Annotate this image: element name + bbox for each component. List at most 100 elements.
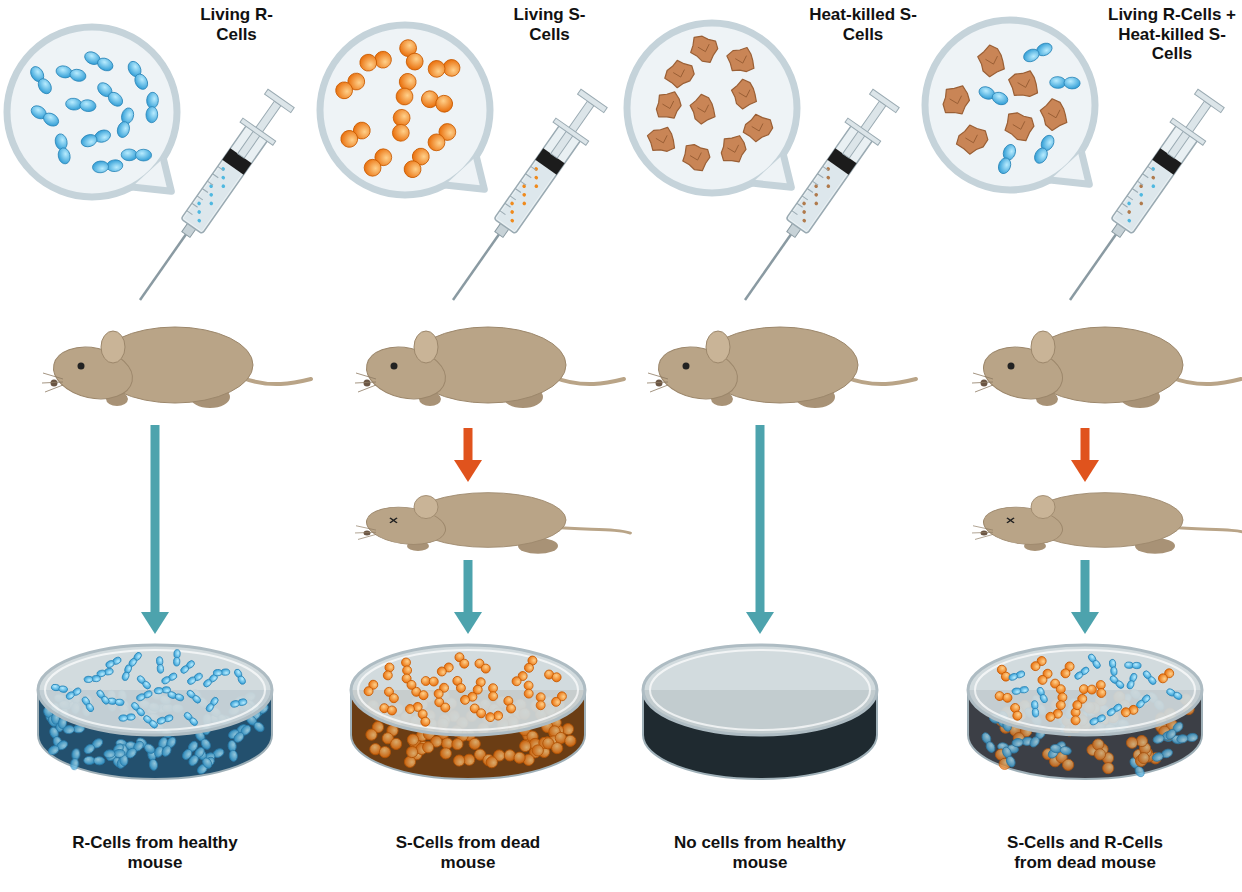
r-cell [82, 737, 104, 756]
arrow-shaft [1081, 428, 1090, 462]
s-cell [368, 742, 392, 759]
r-cell-half [100, 695, 110, 706]
bubble-tail [445, 156, 484, 189]
s-cell-half [484, 754, 500, 770]
mouse-eye [683, 363, 690, 370]
petri-dish: S-Cells and R-Cells from dead mouse [960, 635, 1210, 885]
sample-label: Living R-Cells [189, 5, 284, 44]
r-cell [156, 657, 164, 674]
plunger-thumb [265, 89, 295, 112]
s-cell-half [378, 745, 392, 759]
needle [745, 234, 791, 300]
r-cell [186, 672, 203, 686]
r-cell-half [202, 678, 213, 688]
s-cell [383, 686, 400, 705]
s-cell-half [479, 662, 492, 675]
dead-cell [1040, 99, 1067, 131]
liquid-dot [802, 210, 807, 215]
plunger-thumb [870, 89, 900, 112]
dead-cell-fold [727, 145, 738, 153]
r-cell-half [41, 110, 61, 128]
s-cell-half [1093, 748, 1106, 761]
r-cell [115, 106, 135, 139]
r-cell-half [146, 106, 158, 123]
graduation [818, 174, 824, 178]
liquid-dot [814, 192, 819, 197]
liquid-dot [522, 201, 527, 206]
s-cell [473, 657, 492, 675]
graduation [1148, 166, 1154, 170]
r-cell [1176, 733, 1198, 744]
s-cell-half [405, 679, 418, 692]
r-cell-half [1039, 693, 1048, 703]
dead-cell-fold [1018, 79, 1030, 87]
mouse [972, 327, 1241, 408]
r-cell [80, 128, 113, 149]
liquid-dot [197, 201, 202, 206]
s-cell [1126, 735, 1149, 750]
liquid-dot [1139, 192, 1144, 197]
liquid-dot [826, 184, 831, 189]
r-cell-half [92, 160, 109, 173]
barrel-flange [553, 118, 589, 145]
mouse-whiskers [972, 526, 993, 540]
mouse-whiskers [355, 373, 376, 392]
graduation [192, 203, 198, 207]
bubble-tail [1050, 151, 1089, 184]
r-cell-half [1012, 738, 1024, 748]
r-cell [1087, 653, 1102, 670]
r-cell-half [115, 120, 131, 139]
r-cell [1022, 41, 1055, 64]
bubble-cells [648, 36, 773, 171]
s-cell [1157, 667, 1176, 685]
graduation [823, 166, 829, 170]
dead-cell [665, 60, 694, 87]
s-cell [395, 72, 418, 107]
dead-mouse [355, 493, 630, 554]
mouse-eye [390, 518, 397, 523]
s-cell [400, 672, 417, 691]
r-cell [1142, 669, 1158, 685]
graduation [802, 196, 808, 200]
dead-mouse [972, 493, 1242, 554]
plunger-rod [238, 101, 281, 158]
arrow-head [454, 460, 482, 482]
liquid-dot [221, 175, 226, 180]
r-cell-half [174, 693, 184, 702]
dead-cell [648, 127, 675, 151]
mouse-tail [240, 377, 311, 384]
r-cell-half [985, 740, 997, 754]
liquid-dot [209, 192, 214, 197]
mouse-ear [706, 331, 730, 363]
r-cell [126, 59, 151, 91]
syringe-liquid [497, 161, 555, 231]
liquid-dot [802, 201, 807, 206]
dead-cell-fold [1013, 121, 1025, 129]
liquid-dot [221, 184, 226, 189]
r-cell-half [104, 750, 116, 759]
dead-cell-fold [752, 123, 763, 131]
mouse-eye [1008, 363, 1015, 370]
s-cell-half [551, 672, 563, 684]
s-cell-half [1157, 672, 1170, 685]
s-cell [489, 684, 498, 701]
r-cell-half [1172, 691, 1183, 700]
arrow-head [1071, 460, 1099, 482]
bubble-cells [332, 37, 460, 181]
s-cell [451, 675, 467, 694]
graduation [187, 211, 193, 215]
r-cell-half [57, 147, 72, 165]
r-cell-half [1147, 675, 1157, 686]
s-cell [484, 748, 507, 771]
r-cell-half [1059, 746, 1072, 756]
r-cell-half [125, 746, 139, 760]
barrel-flange [240, 118, 276, 145]
mouse-nose [981, 380, 988, 387]
graduation [510, 196, 516, 200]
r-cell-half [1106, 707, 1117, 717]
s-cell [401, 657, 412, 675]
liquid-dot [1151, 184, 1156, 189]
r-cell-half [1089, 717, 1099, 726]
r-cell [1012, 686, 1029, 695]
